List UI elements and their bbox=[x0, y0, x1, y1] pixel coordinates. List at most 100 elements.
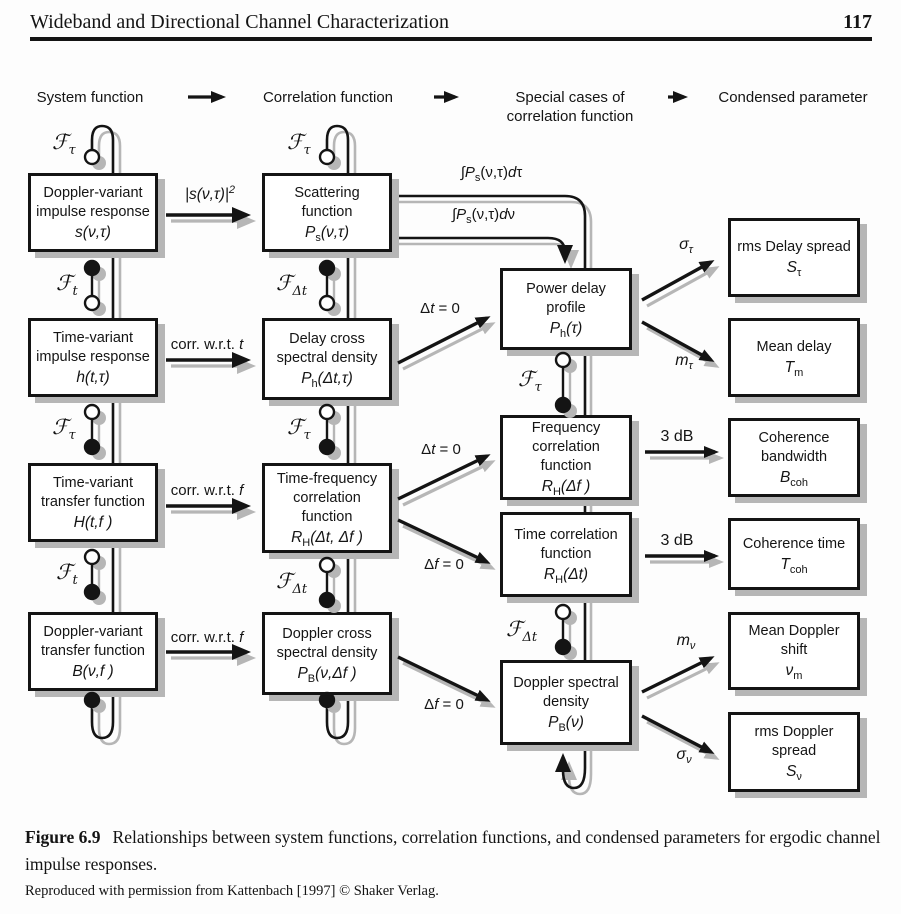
box-line: Coherence bbox=[758, 429, 830, 446]
box-line: Power delay bbox=[526, 281, 606, 297]
arrow-df-zero-1 bbox=[397, 518, 491, 564]
column-header-special-cases-line2: correlation function bbox=[506, 108, 634, 125]
arrow-m-tau bbox=[641, 320, 715, 362]
box-coherence-time: Coherence time Tcoh bbox=[728, 518, 860, 590]
box-formula: PB(ν,Δf ) bbox=[297, 664, 357, 685]
label-fourier-tau-col2-top: ℱτ bbox=[287, 130, 311, 159]
label-fourier-tau-col1-b: ℱτ bbox=[52, 415, 76, 444]
fourier-cycle-line-col2 bbox=[325, 124, 350, 740]
label-fourier-dt-col2-c: ℱΔt bbox=[276, 569, 308, 598]
box-formula: B(ν,f ) bbox=[72, 662, 114, 680]
box-line: Doppler-variant bbox=[43, 623, 143, 640]
box-line: correlation bbox=[532, 439, 600, 455]
box-line: Frequency bbox=[531, 420, 601, 436]
box-line: Time-variant bbox=[52, 474, 134, 491]
box-line: Scattering bbox=[294, 184, 360, 201]
label-dt-zero-1: Δt = 0 bbox=[420, 300, 460, 317]
box-formula: Ph(τ) bbox=[549, 320, 583, 341]
label-fourier-dt-col3: ℱΔt bbox=[506, 617, 538, 646]
integral-dnu-route bbox=[392, 236, 573, 264]
box-line: profile bbox=[546, 300, 586, 316]
chapter-title: Wideband and Directional Channel Charact… bbox=[30, 11, 450, 33]
box-line: transfer function bbox=[41, 642, 145, 659]
column-header-condensed-parameter: Condensed parameter bbox=[718, 89, 868, 106]
box-line: Time-variant bbox=[52, 329, 134, 346]
box-time-variant-transfer-function: Time-variant transfer function H(t,f ) bbox=[28, 463, 158, 542]
box-formula: PB(ν) bbox=[548, 713, 584, 734]
box-doppler-cross-spectral-density: Doppler cross spectral density PB(ν,Δf ) bbox=[262, 612, 392, 695]
box-line: Delay cross bbox=[289, 331, 365, 347]
label-fourier-tau-col3: ℱτ bbox=[518, 367, 542, 396]
box-formula: Tm bbox=[784, 359, 804, 380]
box-line: Doppler spectral bbox=[513, 674, 619, 691]
label-dt-zero-2: Δt = 0 bbox=[421, 441, 461, 458]
column-header-system-function: System function bbox=[36, 89, 144, 106]
box-line: Time-frequency bbox=[276, 470, 378, 487]
box-formula: Sτ bbox=[786, 259, 802, 280]
label-fourier-tau-col1-top: ℱτ bbox=[52, 130, 76, 159]
column-header-special-cases-line1: Special cases of bbox=[515, 89, 625, 106]
box-line: rms Delay spread bbox=[737, 239, 851, 255]
arrow-dt-zero-1 bbox=[397, 316, 491, 365]
box-formula: Bcoh bbox=[779, 468, 809, 489]
box-line: Doppler cross bbox=[282, 625, 372, 642]
box-delay-cross-spectral-density: Delay cross spectral density Ph(Δt,τ) bbox=[262, 318, 392, 400]
black-arrows bbox=[90, 91, 719, 754]
box-time-variant-impulse-response: Time-variant impulse response h(t,τ) bbox=[28, 318, 158, 397]
box-formula: h(t,τ) bbox=[76, 368, 110, 386]
label-corr-wrt-t: corr. w.r.t. t bbox=[170, 336, 244, 353]
box-line: density bbox=[543, 693, 589, 710]
page-number: 117 bbox=[843, 11, 872, 33]
box-line: impulse response bbox=[36, 348, 150, 365]
label-df-zero-1: Δf = 0 bbox=[424, 556, 464, 573]
box-scattering-function: Scattering function Ps(ν,τ) bbox=[262, 173, 392, 252]
box-formula: RH(Δf ) bbox=[541, 478, 591, 499]
arrow-df-zero-2 bbox=[397, 655, 491, 702]
fourier-cycle-line-col1 bbox=[90, 124, 115, 740]
box-formula: νm bbox=[785, 662, 803, 683]
column-header-correlation-function: Correlation function bbox=[262, 89, 394, 106]
box-coherence-bandwidth: Coherence bandwidth Bcoh bbox=[728, 418, 860, 497]
box-line: Mean Doppler bbox=[748, 623, 840, 639]
box-line: spread bbox=[771, 743, 817, 759]
box-formula: RH(Δt, Δf ) bbox=[291, 528, 363, 549]
figure-number: Figure 6.9 bbox=[25, 827, 101, 847]
label-corr-wrt-f-2: corr. w.r.t. f bbox=[170, 629, 244, 646]
underlay-black-lines bbox=[90, 124, 587, 790]
box-line: Doppler-variant bbox=[43, 184, 143, 201]
label-fourier-dt-col2-a: ℱΔt bbox=[276, 271, 308, 300]
box-doppler-variant-impulse-response: Doppler-variant impulse response s(ν,τ) bbox=[28, 173, 158, 252]
arrow-dt-zero-2 bbox=[397, 454, 491, 501]
box-line: rms Doppler bbox=[754, 724, 834, 740]
box-line: bandwidth bbox=[760, 448, 828, 465]
box-doppler-variant-transfer-function: Doppler-variant transfer function B(ν,f … bbox=[28, 612, 158, 691]
label-corr-wrt-f-1: corr. w.r.t. f bbox=[170, 482, 244, 499]
box-doppler-spectral-density: Doppler spectral density PB(ν) bbox=[500, 660, 632, 745]
page-header: Wideband and Directional Channel Charact… bbox=[30, 11, 872, 34]
box-formula: Sν bbox=[786, 763, 802, 784]
box-line: shift bbox=[780, 642, 808, 658]
box-line: function bbox=[540, 458, 592, 474]
connector-dots bbox=[83, 148, 572, 709]
label-sigma-tau: στ bbox=[679, 236, 693, 257]
label-fourier-t-col1-c: ℱt bbox=[56, 560, 78, 589]
box-line: function bbox=[301, 508, 353, 525]
box-line: Mean delay bbox=[756, 339, 832, 355]
box-line: Coherence time bbox=[742, 535, 846, 552]
label-fourier-t-col1-a: ℱt bbox=[56, 271, 78, 300]
box-formula: RH(Δt) bbox=[543, 565, 589, 586]
box-line: spectral density bbox=[276, 644, 378, 661]
label-integral-dtau: ∫Ps(ν,τ)dτ bbox=[460, 164, 523, 184]
box-formula: Ps(ν,τ) bbox=[304, 223, 350, 244]
box-line: function bbox=[540, 545, 592, 562]
box-mean-delay: Mean delay Tm bbox=[728, 318, 860, 397]
label-3db-1: 3 dB bbox=[660, 428, 694, 445]
caption-credit: Reproduced with permission from Kattenba… bbox=[25, 883, 439, 899]
box-formula: Tcoh bbox=[780, 555, 808, 576]
caption-body: Relationships between system functions, … bbox=[25, 827, 881, 874]
